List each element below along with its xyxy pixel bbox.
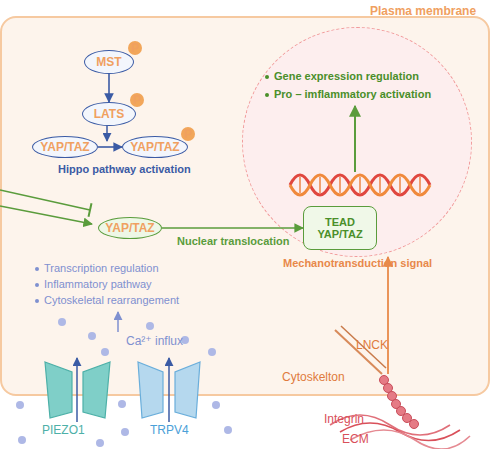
ion-dot [101,348,109,356]
ion-dot [208,348,216,356]
cytoskeleton-fiber [335,330,382,374]
arrow-connector [98,146,122,148]
dna-rung [319,177,321,193]
dna-rung [339,177,341,193]
node-text: Plasma membrane [370,4,476,18]
dna-rung [299,177,301,193]
channel-subunit [175,362,200,418]
calcium-ions [16,318,232,447]
phospho-badge: P [128,41,142,55]
ion-flow-arrow [168,358,170,422]
bullet-text: Pro – imflammatory activation [265,88,431,100]
ion-dot [58,318,66,326]
inhibition-line [0,190,90,210]
pathway-label: Hippo pathway activation [58,163,191,175]
edge-label: Nuclear translocation [177,235,289,247]
channel-subunit [83,362,110,418]
effect-item: Cytoskeletal rearrangement [35,294,179,306]
inhibition-bar [89,203,92,217]
ion-dot [88,332,96,340]
node-text: TEAD [325,216,355,228]
node-text: P [184,130,192,139]
arrow-connector [108,74,110,102]
dna-strand [290,175,430,195]
protein-oval: YAP/TAZ [98,217,162,239]
cell-membrane: Plasma membraneMSTPLATSPYAP/TAZYAP/TAZPY… [0,16,490,396]
integrin-bead [392,400,401,409]
node-text: YAP/TAZ [40,140,89,154]
ion-dot [146,322,154,330]
channel-label: PIEZO1 [42,423,85,437]
integrin-bead [397,407,406,416]
phospho-badge: P [130,93,144,107]
phospho-badge: P [181,127,195,141]
integrin-bead [380,376,389,385]
node-text: P [131,44,139,53]
structure-label: Cytoskelton [282,370,345,384]
ion-dot [16,401,24,409]
kinase-oval: MSTP [84,50,134,74]
dna-helix [290,175,430,195]
ion-dot [212,401,220,409]
node-text: YAP/TAZ [105,221,154,235]
ion-dot [224,426,232,434]
channel-subunit [45,362,72,418]
dna-rung [399,177,401,193]
integrin-bead [388,392,397,401]
node-text: P [133,96,141,105]
dna-rung [419,177,421,193]
signal-label: Mechanotransduction signal [283,257,432,269]
node-text: YAP/TAZ [130,140,179,154]
arrow-connector [162,227,303,229]
protein-oval: YAP/TAZ [32,136,98,158]
integrin-bead [403,414,412,423]
nucleus-circle: Gene expression regulationPro – imflamma… [242,27,472,257]
expression-arrow [354,106,356,172]
effect-arrow [117,312,119,332]
ion-label: Ca²⁺ influx [126,334,183,348]
bullet-text: Gene expression regulation [265,70,419,82]
effect-item: Inflammatory pathway [35,278,152,290]
kinase-oval: LATSP [82,102,136,126]
activation-arrow [0,206,92,224]
ion-dot [18,436,26,444]
node-text: MST [96,55,121,69]
ion-dot [121,428,129,436]
structure-label: ECM [342,432,369,446]
integrin-bead [384,384,393,393]
node-text: LATS [94,107,124,121]
complex-box: TEADYAP/TAZ [303,206,377,250]
effect-item: Transcription regulation [35,262,159,274]
phosphorylation-arrow [106,124,108,141]
signal-arrow [387,257,389,374]
integrin-chain [380,376,419,429]
dna-strand [290,175,430,195]
ion-flow-arrow [76,358,78,422]
protein-label: LNCK [356,338,388,352]
channel-subunit [138,362,163,418]
dna-rung [379,177,381,193]
structure-label: Integrin [324,412,364,426]
ion-dot [118,400,126,408]
ion-dot [96,439,104,447]
dna-rung [359,177,361,193]
protein-oval: YAP/TAZP [122,136,188,158]
channel-label: TRPV4 [150,423,189,437]
node-text: YAP/TAZ [317,228,362,240]
integrin-bead [410,420,419,429]
